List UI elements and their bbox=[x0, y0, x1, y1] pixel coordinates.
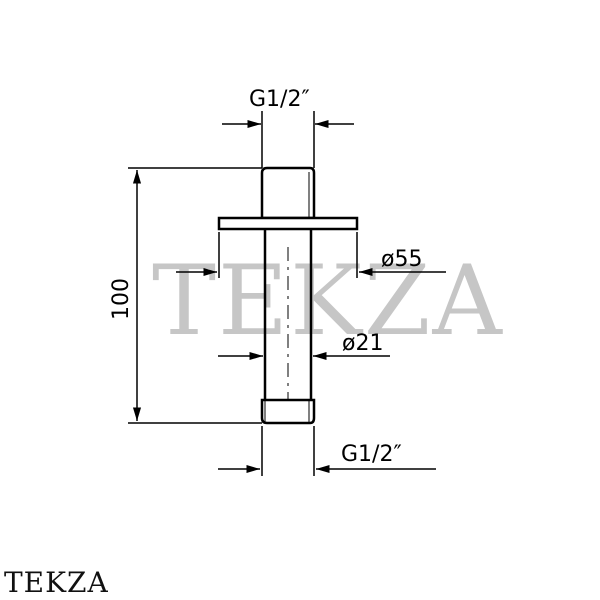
tube-diameter-label: ø21 bbox=[342, 331, 383, 356]
flange-diameter-label: ø55 bbox=[381, 247, 422, 272]
top-thread-label: G1/2″ bbox=[249, 87, 310, 112]
bottom-thread-label: G1/2″ bbox=[341, 442, 402, 467]
bottom-thread-dimension: G1/2″ bbox=[218, 426, 436, 476]
brand-logo: TEKZA bbox=[4, 566, 109, 599]
tube-diameter-dimension: ø21 bbox=[218, 331, 390, 361]
fitting-part bbox=[217, 166, 359, 425]
length-label: 100 bbox=[109, 278, 134, 320]
watermark-text: TEKZA bbox=[152, 245, 504, 357]
flange-diameter-dimension: ø55 bbox=[176, 232, 446, 278]
length-dimension: 100 bbox=[109, 167, 262, 424]
top-thread-dimension: G1/2″ bbox=[222, 87, 354, 168]
